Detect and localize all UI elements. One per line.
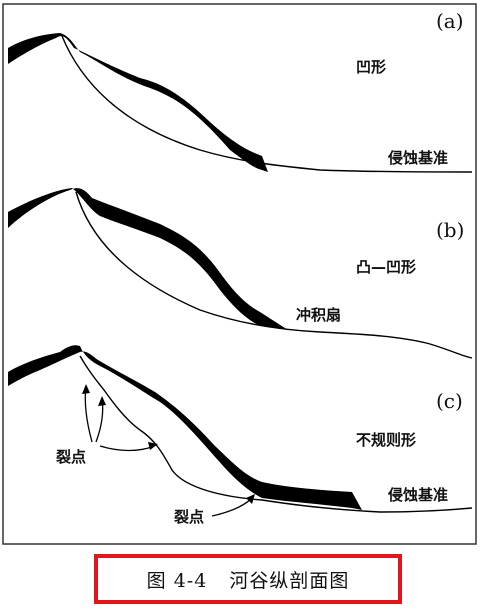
figure-caption: 图 4-4 河谷纵剖面图 <box>94 554 402 604</box>
panel-b-alluvial-fan: 冲积扇 <box>296 306 341 324</box>
panel-c-base-level: 侵蚀基准 <box>387 486 448 504</box>
panel-b-profile-band <box>8 188 288 330</box>
knickpoint-arrow-upper-1 <box>84 385 93 443</box>
panel-a: (a) 凹形 侵蚀基准 <box>8 9 473 173</box>
panel-a-profile-type: 凹形 <box>356 58 386 76</box>
knickpoint-arrow-lower <box>211 497 253 517</box>
caption-title: 河谷纵剖面图 <box>229 569 350 592</box>
panel-a-concave-curve <box>61 35 473 173</box>
panel-c-profile-band <box>8 345 362 510</box>
caption-number: 图 4-4 <box>146 569 208 592</box>
panel-c-label: (c) <box>436 389 463 413</box>
panel-b-profile-type: 凸—凹形 <box>356 258 416 276</box>
panel-b-label: (b) <box>436 218 464 242</box>
knickpoint-arrowhead-lower <box>246 494 255 504</box>
panel-a-profile-band <box>8 33 268 172</box>
knickpoint-arrow-upper-3 <box>99 445 155 452</box>
panel-c-profile-type: 不规则形 <box>356 431 416 449</box>
panel-c-irregular-curve <box>79 355 473 513</box>
panel-a-base-level: 侵蚀基准 <box>387 149 448 167</box>
panel-c-knickpoint-lower: 裂点 <box>173 508 204 526</box>
panel-c-knickpoint-upper: 裂点 <box>55 448 86 466</box>
knickpoint-arrowhead-upper-1 <box>82 384 90 394</box>
panel-c: (c) 不规则形 裂点 裂点 侵蚀基准 <box>8 345 473 526</box>
figure-frame <box>2 3 477 545</box>
panel-b: (b) 凸—凹形 冲积扇 <box>8 188 473 359</box>
knickpoint-arrowhead-upper-3 <box>148 442 158 450</box>
panel-b-alluvial-fan-curve <box>75 191 473 359</box>
knickpoint-arrowhead-upper-2 <box>98 396 106 406</box>
panel-a-label: (a) <box>436 9 464 33</box>
